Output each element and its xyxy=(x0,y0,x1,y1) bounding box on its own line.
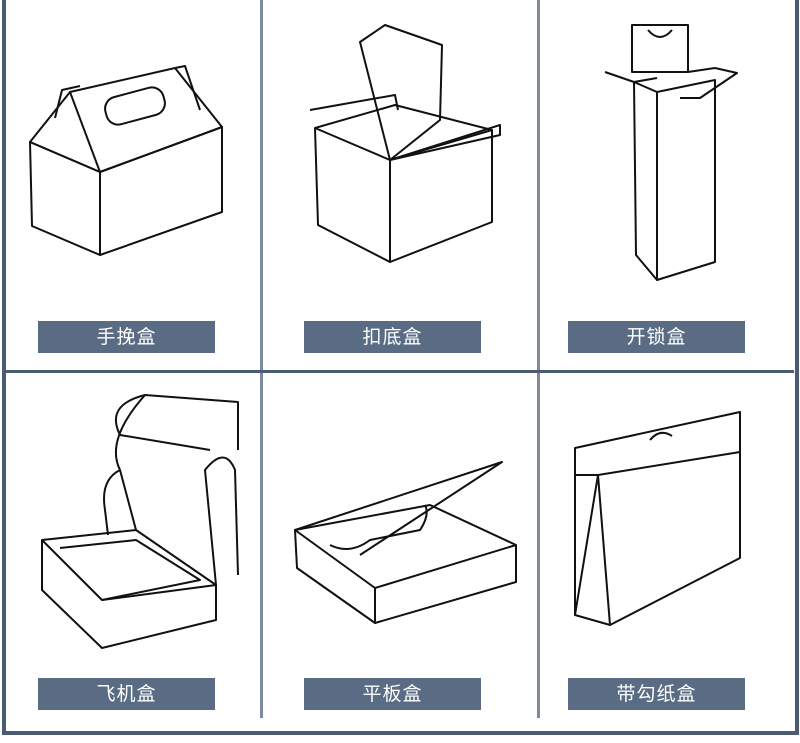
label-airplane-box: 飞机盒 xyxy=(38,678,215,710)
column-divider xyxy=(260,0,263,718)
flat-box-drawing xyxy=(294,461,517,624)
label-lock-box: 开锁盒 xyxy=(568,321,745,353)
handle-box-drawing xyxy=(29,65,223,256)
label-flat-box: 平板盒 xyxy=(304,678,481,710)
lock-box-drawing xyxy=(604,24,738,281)
snap-bottom-box-drawing xyxy=(309,24,501,263)
airplane-box-drawing xyxy=(41,394,239,649)
hook-box-drawing xyxy=(574,411,741,626)
label-hook-box: 带勾纸盒 xyxy=(568,678,745,710)
row-divider xyxy=(4,370,794,373)
column-divider xyxy=(537,0,540,718)
label-handle-box: 手挽盒 xyxy=(38,321,215,353)
label-snap-bottom-box: 扣底盒 xyxy=(304,321,481,353)
